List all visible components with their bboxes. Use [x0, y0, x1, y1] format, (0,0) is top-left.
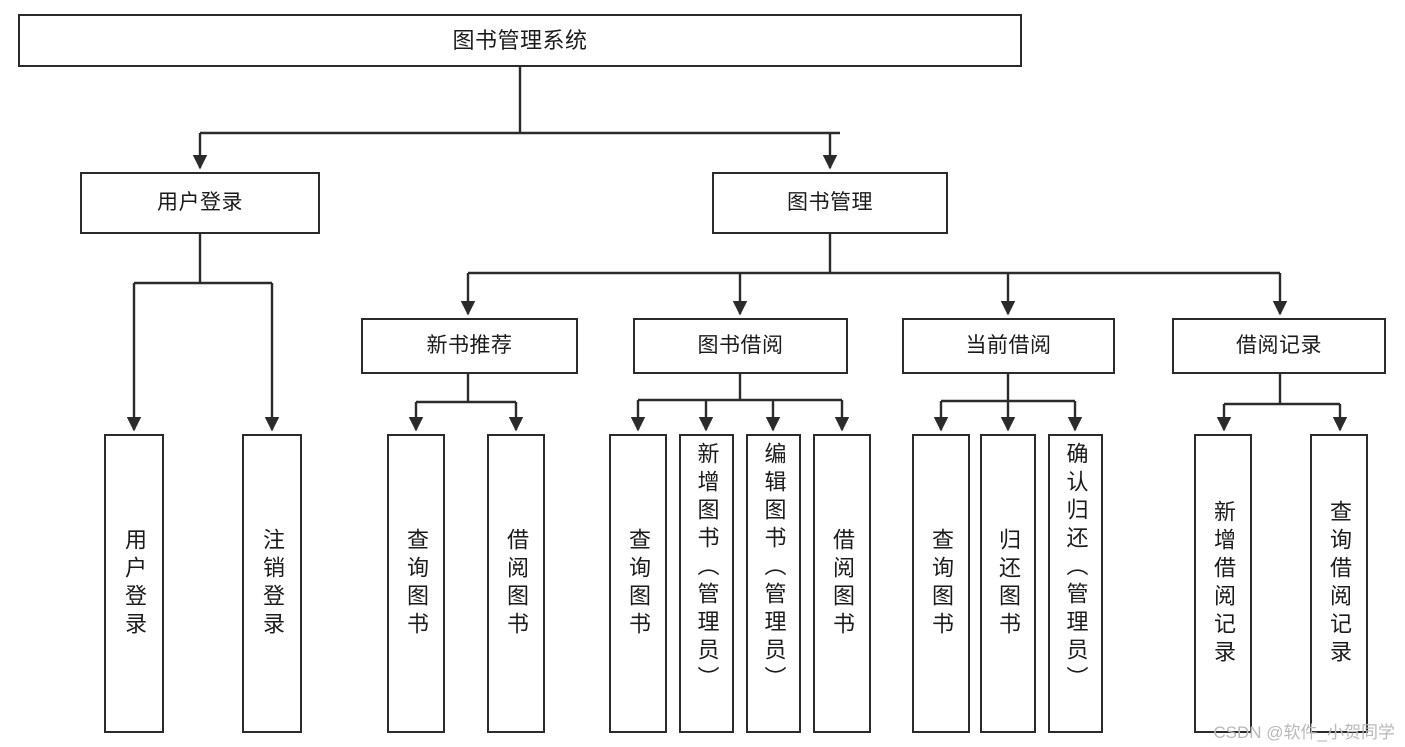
node-book-management-label: 图书管理 — [787, 190, 873, 214]
leaf-query-book-1[interactable]: 查询图书 — [387, 434, 445, 733]
leaf-borrow-book-1-label: 借阅图书 — [504, 527, 529, 640]
watermark: CSDN @软件_小贺同学 — [1213, 723, 1395, 742]
leaf-query-book-3[interactable]: 查询图书 — [912, 434, 970, 733]
leaf-add-borrow-record-label: 新增借阅记录 — [1211, 499, 1236, 668]
node-current-borrow-label: 当前借阅 — [965, 333, 1052, 357]
node-new-book-recommend[interactable]: 新书推荐 — [361, 318, 578, 374]
node-user-login-label: 用户登录 — [157, 190, 243, 214]
leaf-confirm-return-admin[interactable]: 确认归还（管理员） — [1048, 434, 1103, 733]
leaf-borrow-book-1[interactable]: 借阅图书 — [487, 434, 545, 733]
leaf-add-borrow-record[interactable]: 新增借阅记录 — [1194, 434, 1252, 733]
leaf-query-book-2-label: 查询图书 — [626, 527, 651, 640]
node-root[interactable]: 图书管理系统 — [18, 14, 1022, 67]
leaf-borrow-book-2[interactable]: 借阅图书 — [813, 434, 871, 733]
leaf-edit-book-admin-label: 编辑图书（管理员） — [761, 442, 787, 694]
node-root-label: 图书管理系统 — [452, 27, 588, 53]
leaf-logout-label: 注销登录 — [260, 527, 285, 640]
leaf-query-book-1-label: 查询图书 — [404, 527, 429, 640]
leaf-edit-book-admin[interactable]: 编辑图书（管理员） — [746, 434, 801, 733]
leaf-borrow-book-2-label: 借阅图书 — [830, 527, 855, 640]
leaf-user-login[interactable]: 用户登录 — [104, 434, 164, 733]
leaf-query-borrow-record[interactable]: 查询借阅记录 — [1310, 434, 1368, 733]
node-borrow-record[interactable]: 借阅记录 — [1172, 318, 1386, 374]
node-book-management[interactable]: 图书管理 — [712, 172, 948, 234]
leaf-confirm-return-admin-label: 确认归还（管理员） — [1063, 442, 1089, 694]
leaf-query-borrow-record-label: 查询借阅记录 — [1327, 499, 1352, 668]
leaf-query-book-3-label: 查询图书 — [929, 527, 954, 640]
node-current-borrow[interactable]: 当前借阅 — [902, 318, 1115, 374]
leaf-add-book-admin[interactable]: 新增图书（管理员） — [679, 434, 734, 733]
leaf-logout[interactable]: 注销登录 — [242, 434, 302, 733]
node-new-book-recommend-label: 新书推荐 — [426, 333, 513, 357]
node-user-login[interactable]: 用户登录 — [80, 172, 320, 234]
node-book-borrow-label: 图书借阅 — [697, 333, 784, 357]
leaf-query-book-2[interactable]: 查询图书 — [609, 434, 667, 733]
leaf-return-book-label: 归还图书 — [996, 527, 1021, 640]
leaf-user-login-label: 用户登录 — [122, 527, 147, 640]
node-borrow-record-label: 借阅记录 — [1236, 333, 1322, 357]
leaf-return-book[interactable]: 归还图书 — [980, 434, 1036, 733]
leaf-add-book-admin-label: 新增图书（管理员） — [694, 442, 720, 694]
node-book-borrow[interactable]: 图书借阅 — [633, 318, 848, 374]
